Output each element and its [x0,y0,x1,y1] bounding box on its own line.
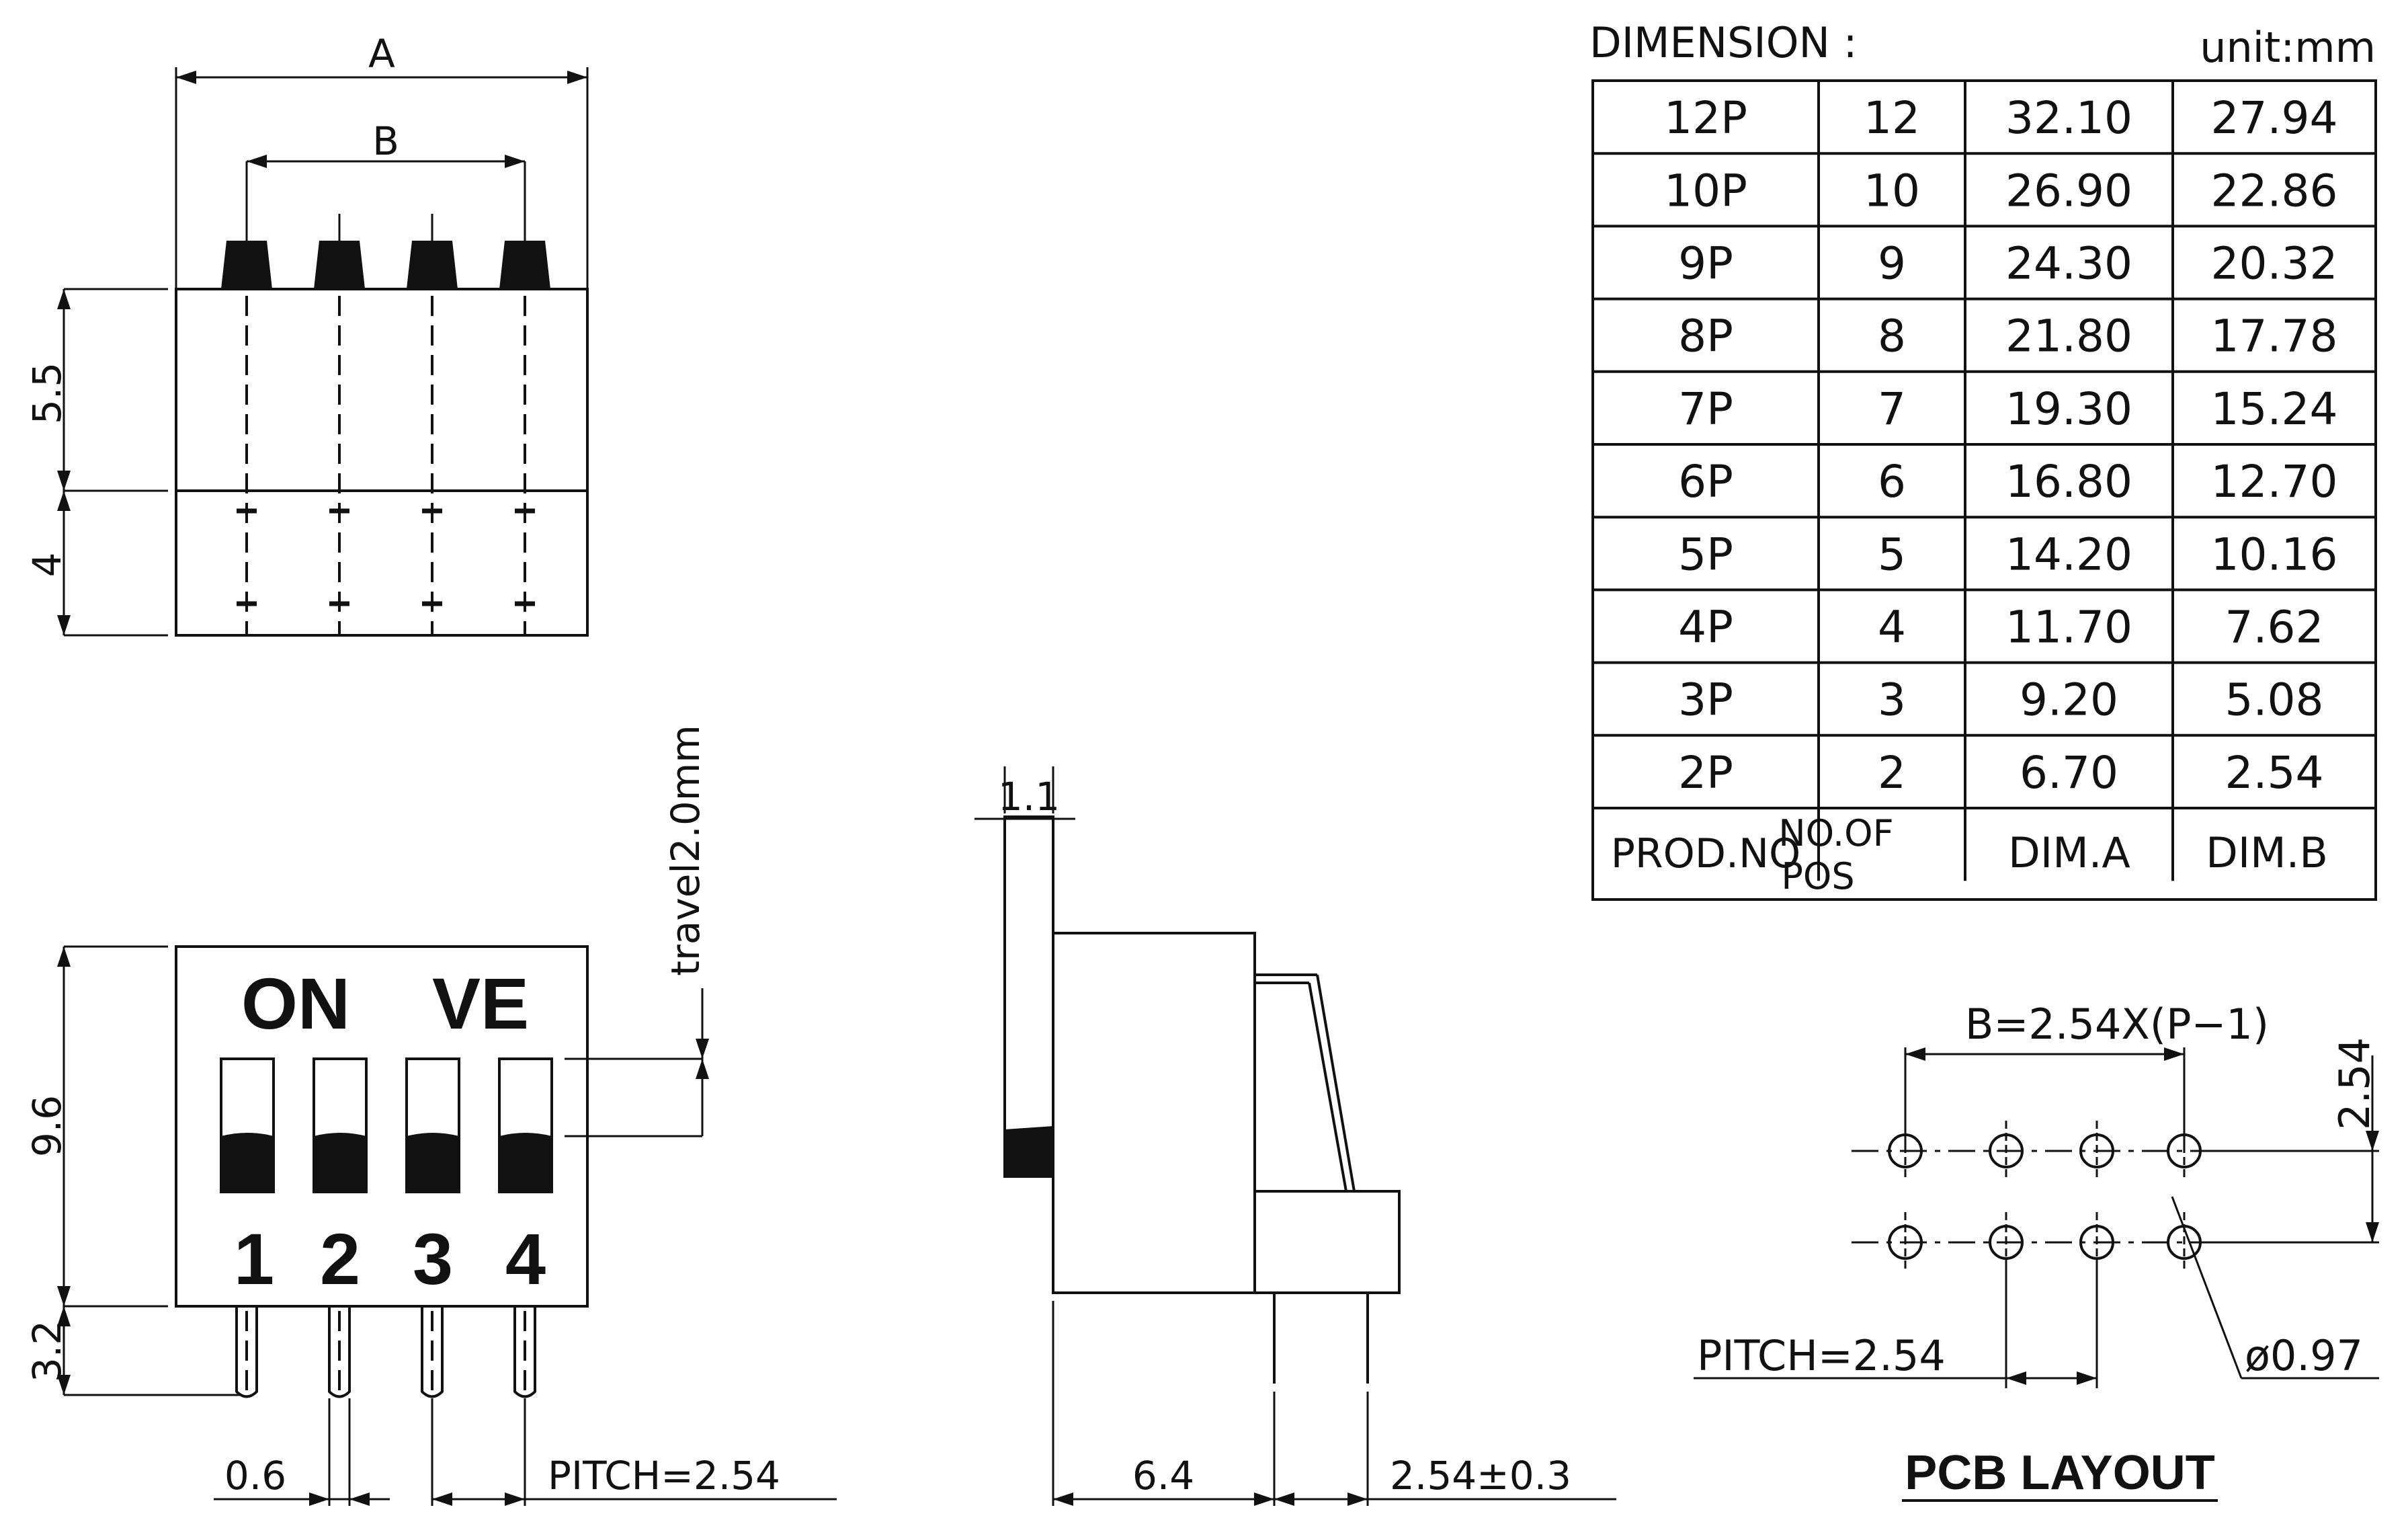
cell-positions: 9 [1878,238,1906,290]
position-number: 3 [413,1218,453,1300]
cell-dim-b: 15.24 [2211,383,2338,435]
pcb-title: PCB LAYOUT [1905,1446,2214,1500]
position-number: 2 [320,1218,360,1300]
cell-dim-b: 20.32 [2211,238,2338,290]
header-pos: POS [1781,855,1854,897]
height-upper-label: 5.5 [24,362,70,424]
cell-positions: 12 [1864,92,1920,144]
cell-dim-a: 19.30 [2005,383,2132,435]
switch-slider [498,1057,553,1193]
cell-dim-b: 22.86 [2211,165,2338,216]
dim-a-label: A [368,31,395,77]
table-title: DIMENSION : [1589,18,1858,67]
pcb-hole: ø0.97 [2245,1331,2363,1380]
top-view-body [175,288,589,637]
header-dim-b: DIM.B [2206,828,2328,877]
cell-dim-b: 2.54 [2225,747,2324,799]
cell-prod-no: 6P [1678,456,1733,508]
ve-label: VE [432,963,529,1044]
cell-positions: 7 [1878,383,1906,435]
cell-dim-a: 26.90 [2005,165,2132,216]
cell-dim-a: 6.70 [2020,747,2118,799]
cell-dim-b: 12.70 [2211,456,2338,508]
switch-slider [313,1057,368,1193]
cell-prod-no: 10P [1664,165,1747,216]
pin-spacing-label: 2.54±0.3 [1390,1453,1571,1499]
cell-prod-no: 3P [1678,674,1733,726]
cell-positions: 10 [1864,165,1920,216]
actuator-knob [314,241,365,289]
side-view: 1.1 6.4 2.54±0.3 [974,766,1616,1506]
cell-dim-a: 16.80 [2005,456,2132,508]
header-prod: PROD.NO [1611,830,1800,877]
cell-prod-no: 7P [1678,383,1733,435]
cell-dim-b: 5.08 [2225,674,2324,726]
switch-slider [405,1057,460,1193]
top-view: A B 5.5 4 [24,31,589,637]
side-view-body [1052,932,1256,1294]
header-pos: NO.OF [1778,812,1893,854]
height-label: 9.6 [24,1095,70,1157]
pcb-pitch: PITCH=2.54 [1697,1331,1946,1380]
cell-dim-b: 7.62 [2225,602,2324,653]
dim-b-label: B [372,118,399,164]
pcb-row-pitch: 2.54 [2330,1037,2379,1130]
header-dim-a: DIM.A [2008,828,2130,877]
pitch-label: PITCH=2.54 [548,1453,780,1499]
front-view: ON VE 1 2 3 4 [24,725,837,1506]
cell-dim-a: 32.10 [2005,92,2132,144]
front-view-body [175,945,589,1308]
table-unit: unit:mm [2200,23,2376,72]
on-label: ON [241,963,350,1044]
cell-positions: 4 [1878,602,1906,653]
cell-prod-no: 4P [1678,602,1733,653]
cell-prod-no: 5P [1678,528,1733,580]
cell-positions: 8 [1878,311,1906,362]
cell-dim-a: 9.20 [2020,674,2118,726]
cell-positions: 5 [1878,528,1906,580]
pins [235,1306,536,1398]
actuator-knob [407,241,458,289]
position-number: 1 [234,1218,274,1300]
cell-dim-b: 27.94 [2211,92,2338,144]
pin-length-label: 3.2 [24,1320,70,1382]
actuator-width-label: 1.1 [998,774,1060,820]
dimension-table: DIMENSION : unit:mm 12P 12 32.10 27.94 10P 10… [1589,18,2377,901]
pin-width-label: 0.6 [224,1453,286,1499]
pcb-layout: B=2.54X(P−1) 2.54 PITCH=2.54 ø0.97 PCB L… [1694,1000,2379,1502]
cell-dim-a: 24.30 [2005,238,2132,290]
cell-dim-b: 17.78 [2211,311,2338,362]
actuator-knob [221,241,272,289]
side-actuator [1003,815,1054,1178]
cell-dim-a: 14.20 [2005,528,2132,580]
cell-dim-b: 10.16 [2211,528,2338,580]
cell-dim-a: 21.80 [2005,311,2132,362]
cell-prod-no: 2P [1678,747,1733,799]
cell-prod-no: 12P [1664,92,1747,144]
cell-positions: 6 [1878,456,1906,508]
position-number: 4 [505,1218,546,1300]
cell-prod-no: 8P [1678,311,1733,362]
switch-slider [220,1057,275,1193]
actuator-knob [499,241,550,289]
cell-dim-a: 11.70 [2005,602,2132,653]
travel-label: travel2.0mm [663,725,708,976]
pcb-formula: B=2.54X(P−1) [1965,1000,2269,1049]
cell-positions: 2 [1878,747,1906,799]
body-depth-label: 6.4 [1132,1453,1194,1499]
height-lower-label: 4 [24,553,70,577]
cell-prod-no: 9P [1678,238,1733,290]
cell-positions: 3 [1878,674,1906,726]
